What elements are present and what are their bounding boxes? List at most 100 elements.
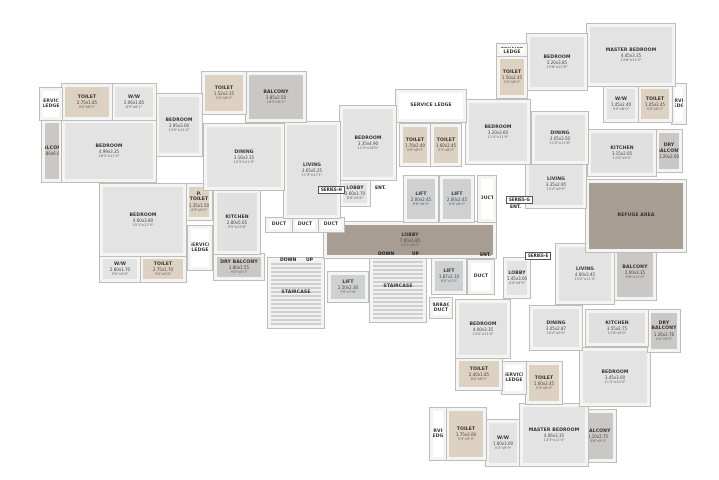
room-name: SERVICE LEDGE <box>410 103 452 109</box>
room-dimensions-imperial: 9'0"x5'6" <box>154 272 172 276</box>
series-tag-g: SERIES-G <box>506 196 533 204</box>
room-dimensions: 1.45x3.00 <box>506 276 528 281</box>
room-name: LIVING <box>546 176 566 182</box>
room-service-ledge: SERVICE LEDGE <box>496 43 528 57</box>
room-name: LIFT <box>415 191 427 197</box>
room-name: LIFT <box>342 279 354 285</box>
stair-up-label: UP <box>306 258 313 263</box>
series-tag-h: SERIES-H <box>318 186 345 194</box>
room-dimensions-imperial: 8'0"x6'0" <box>470 377 488 381</box>
room-name: KITCHEN <box>605 320 629 326</box>
room-dimensions-imperial: 6'6"x8'0" <box>412 202 430 206</box>
entry-label-g: ENT. <box>510 205 521 210</box>
room-name: BEDROOM <box>95 143 123 149</box>
room-name: LIVING <box>302 162 322 168</box>
room-duct: DUCT <box>265 217 293 233</box>
room-dimensions-imperial: 5'0"x8'0" <box>612 107 630 111</box>
room-name: BEDROOM <box>601 369 629 375</box>
room-service-ledge: SERVICE LEDGE <box>39 87 63 121</box>
room-name: DRY BALCONY <box>651 320 677 332</box>
room-dimensions-imperial: 11'0"x16'0" <box>357 146 379 150</box>
room-dimensions-imperial: 6'6"x11'0" <box>625 275 645 279</box>
room-dimensions-imperial: 11'0"x9'0" <box>612 156 632 160</box>
room-dimensions-imperial: 4'0"x9'0" <box>655 336 673 341</box>
room-dimensions: 1.52x2.35 <box>213 91 235 96</box>
room-name: BALCONY <box>263 89 289 95</box>
room-dimensions: 2.75x1.85 <box>76 100 98 105</box>
room-dimensions-imperial: 14'6"x11'0" <box>620 58 642 62</box>
room-name: BEDROOM <box>543 54 571 60</box>
room-dimensions-imperial: 8'6"x5'6" <box>346 196 364 200</box>
room-dimensions-imperial: 5'0"x8'0" <box>215 96 233 100</box>
room-dimensions-imperial: 23'0"x6'0" <box>400 243 420 247</box>
room-dimensions-imperial: 5'6"x8'0" <box>406 148 424 152</box>
room-dimensions-imperial: 5'3"x9'9" <box>494 446 512 450</box>
stair-down-label: DOWN <box>280 258 297 263</box>
room-dimensions-imperial: 11'0"x11'6" <box>549 141 571 145</box>
room-dimensions: 3.35x2.95 <box>545 182 567 187</box>
room-dimensions-imperial: 3'6"x9'0" <box>589 439 607 443</box>
room-dimensions: 1.45x2.45 <box>644 102 666 107</box>
room-garbage-duct: GARBAGE DUCT <box>429 297 453 319</box>
room-name: STAIRCASE <box>383 284 413 290</box>
room-name: LIFT <box>443 268 455 274</box>
room-dimensions-imperial: 10'0"x9'5" <box>546 331 566 335</box>
room-name: DRY BALCONY <box>220 259 258 265</box>
room-dimensions-imperial: 5'0"x8'0" <box>646 107 664 111</box>
room-dimensions: 1.20x2.00 <box>658 154 680 159</box>
room-dimensions-imperial: 11'0"x11'9" <box>487 135 509 139</box>
room-service-ledge: SERVICE LEDGE <box>501 361 527 395</box>
room-dimensions: 3.85x2.50 <box>265 95 287 100</box>
room-dimensions: 1.60x2.45 <box>435 143 457 148</box>
room-name: SERVICE LEDGE <box>188 242 212 254</box>
room-dimensions: 1.35x1.50 <box>188 202 210 208</box>
room-dimensions: 4.99x3.35 <box>98 149 120 154</box>
series-tag-e: SERIES-E <box>525 252 552 260</box>
room-dimensions: 2.00x3.35 <box>624 270 646 275</box>
room-dimensions: 3.45x3.00 <box>604 375 626 380</box>
room-dimensions: 2.60x1.70 <box>344 191 366 196</box>
room-dimensions-imperial: 11'6"x9'0" <box>607 331 627 335</box>
room-dimensions: 2.80x1.70 <box>109 267 131 272</box>
room-dimensions-imperial: 6'0"x7'0" <box>440 279 458 283</box>
room-dimensions-imperial: 5'9"x9'9" <box>457 437 475 441</box>
room-name: LOBBY <box>508 270 526 276</box>
room-dimensions-imperial: 7'6"x7'6" <box>339 290 357 294</box>
entry-label-e: ENT. <box>480 253 491 258</box>
room-name: KITCHEN <box>225 214 249 220</box>
room-dimensions-imperial: 5'0"x8'0" <box>503 80 521 84</box>
room-dimensions: 2.00x2.45 <box>410 197 432 202</box>
room-name: DINING <box>546 320 566 326</box>
room-refuge-area: REFUGE AREA <box>585 179 687 253</box>
room-dimensions: 4.60x3.45 <box>574 272 596 277</box>
room-dimensions: 1.50x2.45 <box>501 75 523 80</box>
room-name: STAIRCASE <box>281 290 311 296</box>
room-name: GARBAGE DUCT <box>432 302 451 314</box>
room-dimensions: 1.70x2.40 <box>404 143 426 148</box>
room-name: BALCONY <box>43 145 62 151</box>
room-service-ledge: SERVICE LEDGE <box>429 407 447 461</box>
room-service-ledge: SERVICE LEDGE <box>395 89 467 123</box>
